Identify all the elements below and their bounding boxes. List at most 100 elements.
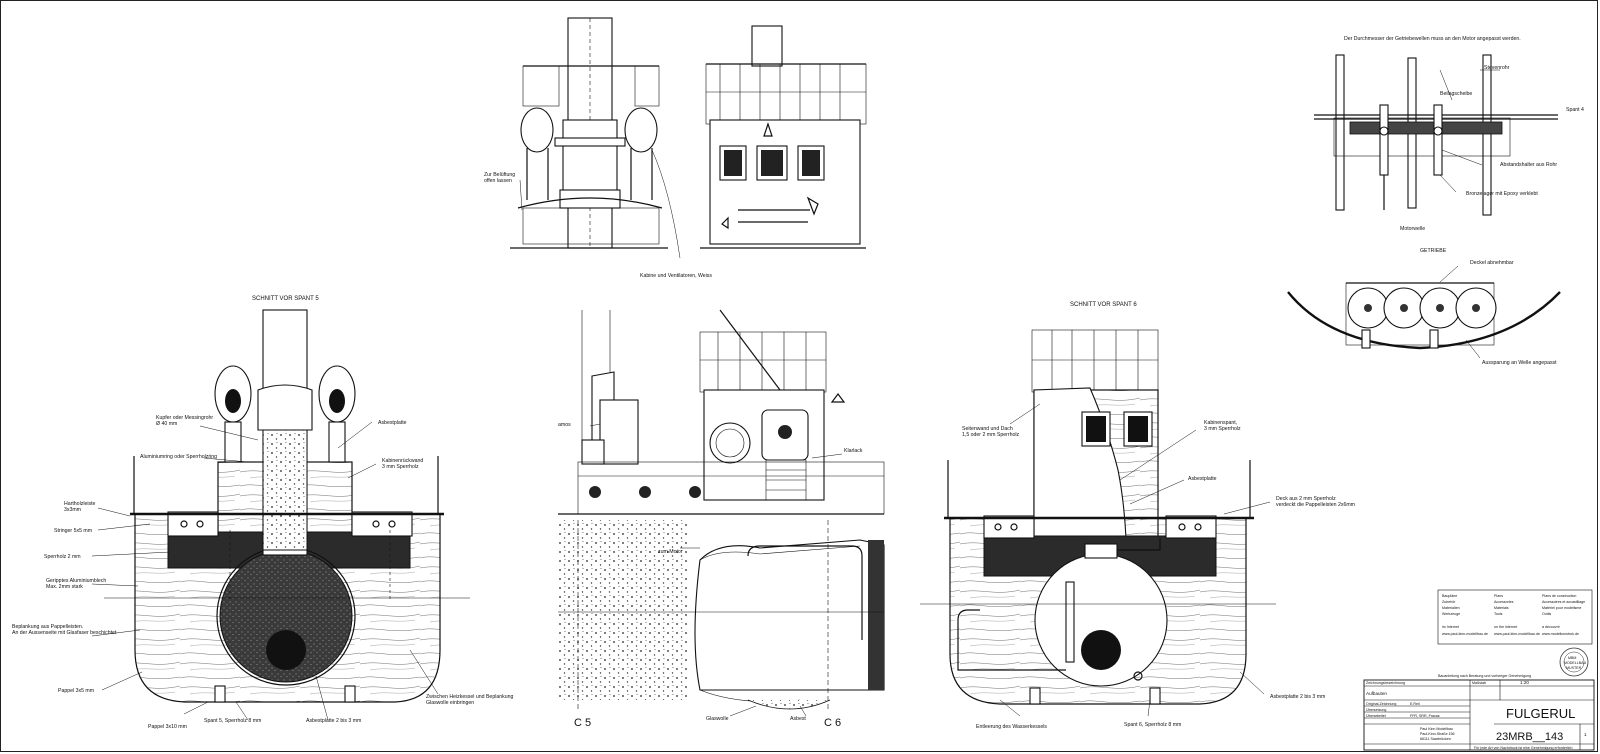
label-stevenrohr: Stevenrohr — [1484, 65, 1510, 71]
stamp-text-1: MODELLBAU — [1564, 661, 1587, 665]
lbl-asbestplatte-r: Asbestplatte — [1188, 476, 1217, 482]
legend-c1-2: Materialien — [1442, 606, 1460, 610]
legend-c2-3: Tools — [1494, 612, 1503, 616]
tb-subject: Aufbauten — [1366, 691, 1387, 696]
lbl-zum-motor: zum Motor — [658, 549, 683, 555]
lbl-kabinenspant-1: Kabinenspant, — [1204, 420, 1237, 426]
lbl-kabinenrueckwand-1: Kabinenrückwand — [382, 458, 423, 464]
tb-heading-small: Zeichnungsbezeichnung — [1366, 681, 1405, 685]
tb-scale-label: Maßstab — [1472, 681, 1486, 685]
lbl-glaswolle: Glaswolle — [706, 716, 729, 722]
lbl-beplankung-2: An der Aussenseite mit Glasfaser beschic… — [12, 630, 117, 636]
label-deckel: Deckel abnehmbar — [1470, 260, 1514, 266]
side-view-drawing — [558, 309, 885, 717]
legend-url-2[interactable]: www.modelkonstruk.de — [1542, 632, 1579, 636]
tb-footer-note: Für jede Art von Nachdruck ist eine Gene… — [1474, 746, 1572, 750]
section-left-title: SCHNITT VOR SPANT 5 — [252, 296, 319, 302]
lbl-seitenwand-2: 1,5 oder 2 mm Sperrholz — [962, 432, 1019, 438]
legend-c2-0: Plans — [1494, 594, 1503, 598]
section-right-title: SCHNITT VOR SPANT 6 — [1070, 302, 1137, 308]
tb-number: 23MRB__143 — [1496, 731, 1563, 743]
legend-c2-2: Materials — [1494, 606, 1509, 610]
legend-url-label-0: im Internet — [1442, 625, 1459, 629]
stamp-seal — [1559, 647, 1589, 677]
label-aussparung: Aussparung an Welle angepasst — [1482, 360, 1557, 366]
lbl-asbest2bis3-r: Asbestplatte 2 bis 3 mm — [1270, 694, 1325, 700]
legend-box — [1437, 589, 1593, 645]
tb-row-2-b: FFR, SRR, Fracas — [1410, 714, 1440, 718]
lbl-amos: amos — [558, 422, 571, 428]
lbl-hartholz-1: Hartholzleiste — [64, 501, 96, 507]
label-abstandshalter: Abstandshalter aus Rohr — [1500, 162, 1557, 168]
getriebe-drawing — [1287, 265, 1561, 359]
label-ventilation-2: offen lassen — [484, 178, 512, 184]
legend-url-1[interactable]: www.paul-kinn-modellbau.de — [1494, 632, 1540, 636]
lbl-hartholz-2: 3x3mm — [64, 507, 81, 513]
lbl-spant6: Spant 6, Sperrholz 8 mm — [1124, 722, 1181, 728]
lbl-asbestplatte: Asbestplatte — [378, 420, 407, 426]
lbl-c6: C 6 — [824, 717, 841, 729]
lbl-aluring: Aluminiumring oder Sperrholzring — [140, 454, 217, 460]
legend-c3-2: Matériel pour modélisme — [1542, 606, 1581, 610]
lbl-deck-1: Deck aus 2 mm Sperrholz — [1276, 496, 1336, 502]
lbl-pappel3x10: Pappel 3x10 mm — [148, 724, 187, 730]
lbl-zwischen-2: Glaswolle einbringen — [426, 700, 474, 706]
lbl-sperrholz: Sperrholz 2 mm — [44, 554, 81, 560]
tb-addr-0: Paul Kinn Modellbau — [1420, 727, 1453, 731]
lbl-asbest2bis3: Asbestplatte 2 bis 3 mm — [306, 718, 361, 724]
label-motorwelle: Motorwelle — [1400, 226, 1425, 232]
stamp-text-2: MUSTER — [1566, 666, 1582, 670]
legend-url-0[interactable]: www.paul-kinn-modellbau.de — [1442, 632, 1488, 636]
lbl-alublech-1: Geripptes Aluminiumblech — [46, 578, 106, 584]
tb-addr-1: Paul-Kinn-Straße 156 — [1420, 732, 1455, 736]
section-right-drawing — [920, 329, 1276, 717]
gearbox-note: Der Durchmesser der Getriebewellen muss … — [1344, 36, 1521, 42]
legend-url-label-1: on the internet — [1494, 625, 1517, 629]
lbl-kabinenrueckwand-2: 3 mm Sperrholz — [382, 464, 419, 470]
lbl-kupfer-1: Kupfer oder Messingrohr — [156, 415, 213, 421]
lbl-seitenwand-1: Seitenwand und Dach — [962, 426, 1013, 432]
lbl-kupfer-2: Ø 40 mm — [156, 421, 177, 427]
top-elevation-right — [700, 25, 867, 249]
copyright-note: Bauanleitung nach Beratung und vorherige… — [1438, 674, 1531, 678]
lbl-pappel3x5: Pappel 3x5 mm — [58, 688, 94, 694]
tb-row-1-a: Übersetzung — [1366, 708, 1386, 712]
lbl-zwischen-1: Zwischen Heizkessel und Beplankung — [426, 694, 513, 700]
legend-c1-1: Zubehör — [1442, 600, 1456, 604]
lbl-asbest: Asbest — [790, 716, 806, 722]
label-cabin-white: Kabine und Ventilatoren, Weiss — [640, 273, 712, 279]
legend-c3-0: Plans de construction — [1542, 594, 1576, 598]
tb-sheet: 1 — [1584, 732, 1587, 737]
lbl-kabinenspant-2: 3 mm Sperrholz — [1204, 426, 1241, 432]
label-ventilation-1: Zur Belüftung — [484, 172, 515, 178]
gearbox-shaft-view — [1314, 54, 1558, 216]
lbl-klarlack: Klarlack — [844, 448, 863, 454]
legend-c2-1: Accessories — [1494, 600, 1514, 604]
tb-title: FULGERUL — [1506, 706, 1575, 721]
section-left-drawing — [91, 309, 470, 721]
tb-scale-value: 1:20 — [1520, 680, 1529, 685]
lbl-entleerung: Entleerung des Wasserkessels — [976, 724, 1047, 730]
label-bronzelager: Bronzelager mit Epoxy verklebt — [1466, 191, 1538, 197]
legend-c1-0: Baupläne — [1442, 594, 1457, 598]
lbl-stringer: Stringer 5x5 mm — [54, 528, 92, 534]
lbl-deck-2: verdeckt die Pappelleisten 2x6mm — [1276, 502, 1355, 508]
legend-c3-1: Accessoires et accastillage — [1542, 600, 1585, 604]
tb-row-2-a: Überarbeitet — [1366, 714, 1386, 718]
legend-url-label-2: a découvrir — [1542, 625, 1561, 629]
legend-c1-3: Werkzeuge — [1442, 612, 1460, 616]
lbl-alublech-2: Max. 2mm stark — [46, 584, 83, 590]
tb-row-0-a: Original-Zeichnung — [1366, 702, 1396, 706]
title-block — [1363, 679, 1595, 751]
lbl-beplankung-1: Beplankung aus Pappelleisten. — [12, 624, 83, 630]
lbl-c5: C 5 — [574, 717, 591, 729]
tb-addr-2: 66111 Saarbrücken — [1420, 737, 1451, 741]
lbl-spant5: Spant 5, Sperrholz 8 mm — [204, 718, 261, 724]
stamp-text-0: MBM — [1568, 656, 1576, 660]
label-beilagscheibe: Beilagscheibe — [1440, 91, 1472, 97]
getriebe-title: GETRIEBE — [1420, 248, 1447, 254]
label-spant4: Spant 4 — [1566, 107, 1584, 113]
tb-row-0-b: E.Reil — [1410, 702, 1420, 706]
legend-c3-3: Outils — [1542, 612, 1551, 616]
